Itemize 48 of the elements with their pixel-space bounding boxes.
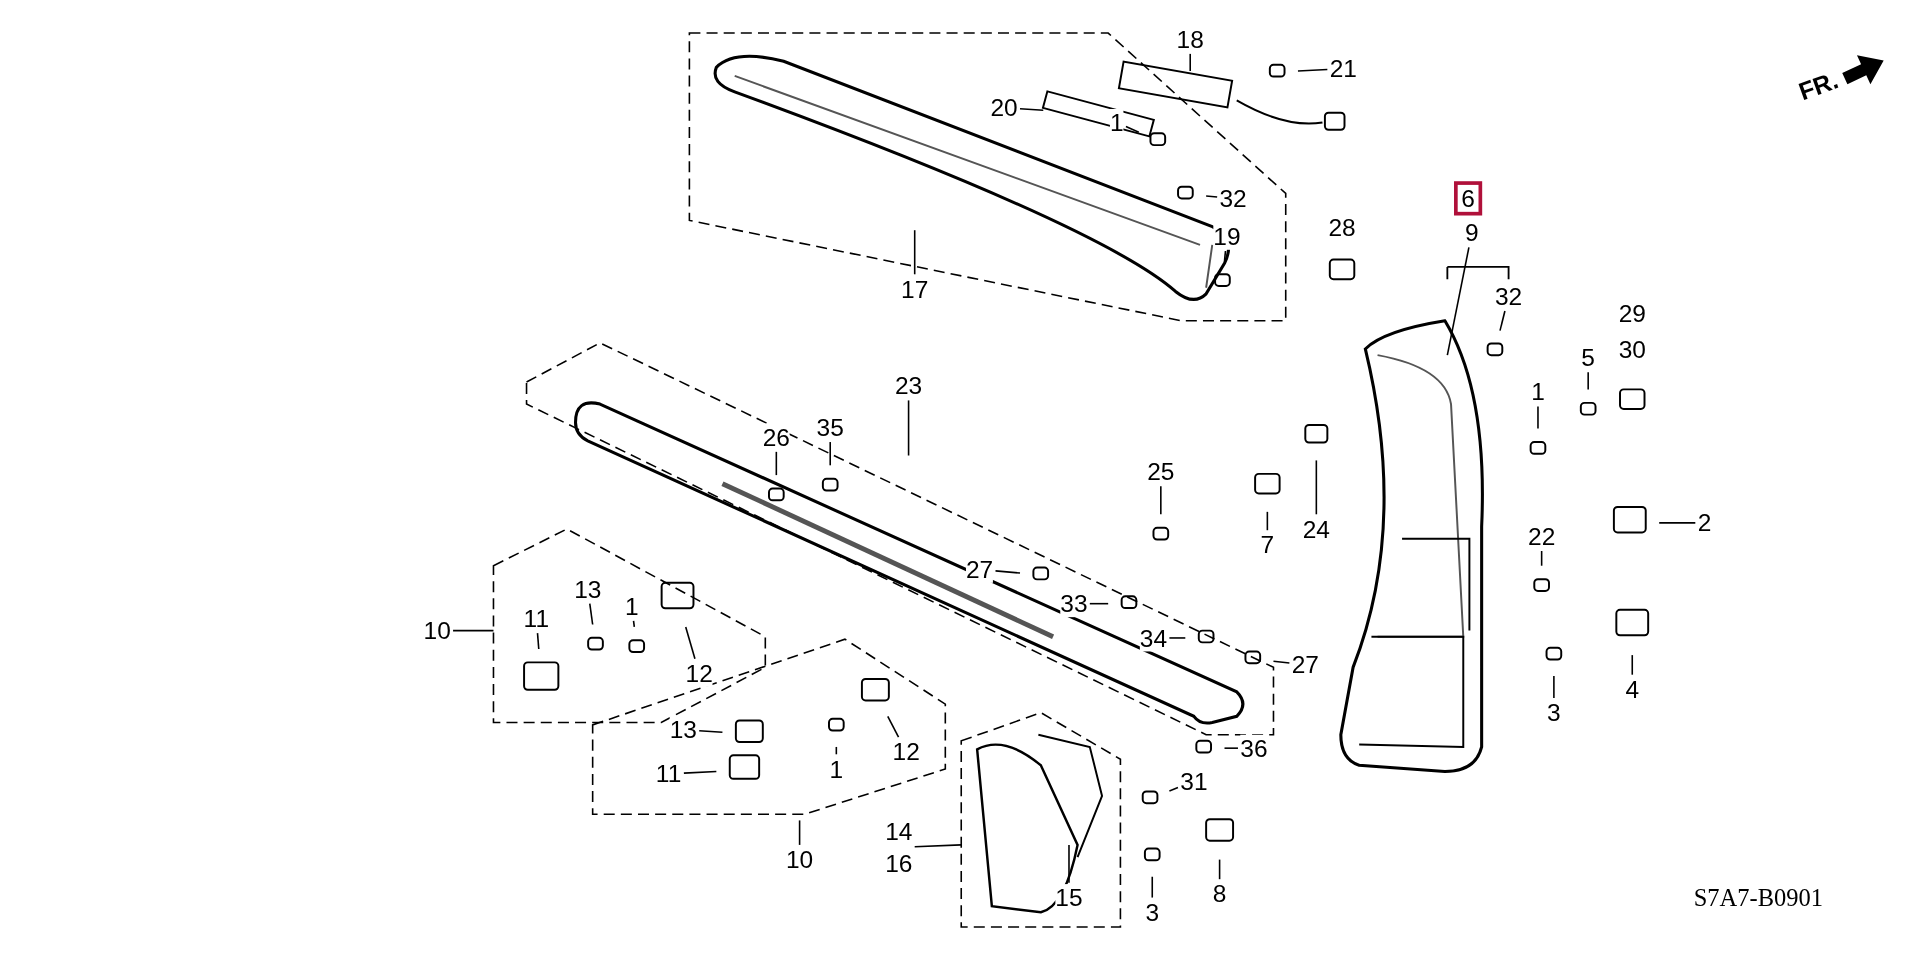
leader-line (913, 844, 963, 848)
leader-line (1540, 550, 1543, 567)
leader-line (1125, 125, 1140, 134)
leader-line (1266, 511, 1269, 531)
leader-line (1168, 637, 1187, 639)
leader-line (1553, 675, 1555, 699)
leader-line (1587, 371, 1589, 391)
leader-line (1218, 858, 1221, 880)
leader-line (1315, 459, 1318, 516)
leader-line (452, 629, 495, 632)
leader-line (907, 399, 910, 457)
leader-line (1446, 246, 1470, 356)
callout-number: 28 (1328, 214, 1356, 242)
leader-line (1223, 250, 1227, 262)
leader-line (1160, 485, 1162, 516)
leader-line (994, 570, 1021, 574)
leader-line (1205, 195, 1218, 198)
callout-number: 19 (1213, 222, 1241, 250)
leader-line (536, 632, 540, 650)
leader-line (1223, 747, 1239, 749)
leader-line (798, 819, 801, 846)
leader-line (1168, 786, 1179, 792)
leader-line (775, 451, 778, 476)
leader-line (632, 620, 636, 628)
leader-line (1151, 875, 1154, 899)
leader-line (1297, 68, 1329, 72)
leader-line (829, 441, 831, 467)
leader-line (1272, 660, 1291, 664)
leader-line (698, 730, 724, 734)
leader-line (1658, 522, 1697, 524)
callout-number: 29 (1618, 300, 1646, 327)
leader-line (1631, 654, 1634, 676)
leader-line (1537, 405, 1539, 430)
boxed-callout-number: 6 (1454, 181, 1483, 216)
callout-number: 30 (1618, 335, 1646, 363)
leader-line (1189, 53, 1191, 72)
leader-line (1019, 107, 1045, 111)
leader-line (1068, 844, 1070, 884)
leader-line (835, 746, 838, 756)
leader-line (683, 770, 718, 774)
direction-label: FR. (1795, 66, 1842, 106)
leader-line (684, 626, 696, 660)
leader-line (1499, 310, 1506, 332)
leader-line (913, 229, 916, 276)
diagram-code: S7A7-B0901 (1693, 884, 1823, 912)
leader-line (886, 715, 900, 738)
leader-line (589, 602, 594, 626)
leader-line (1089, 602, 1109, 605)
